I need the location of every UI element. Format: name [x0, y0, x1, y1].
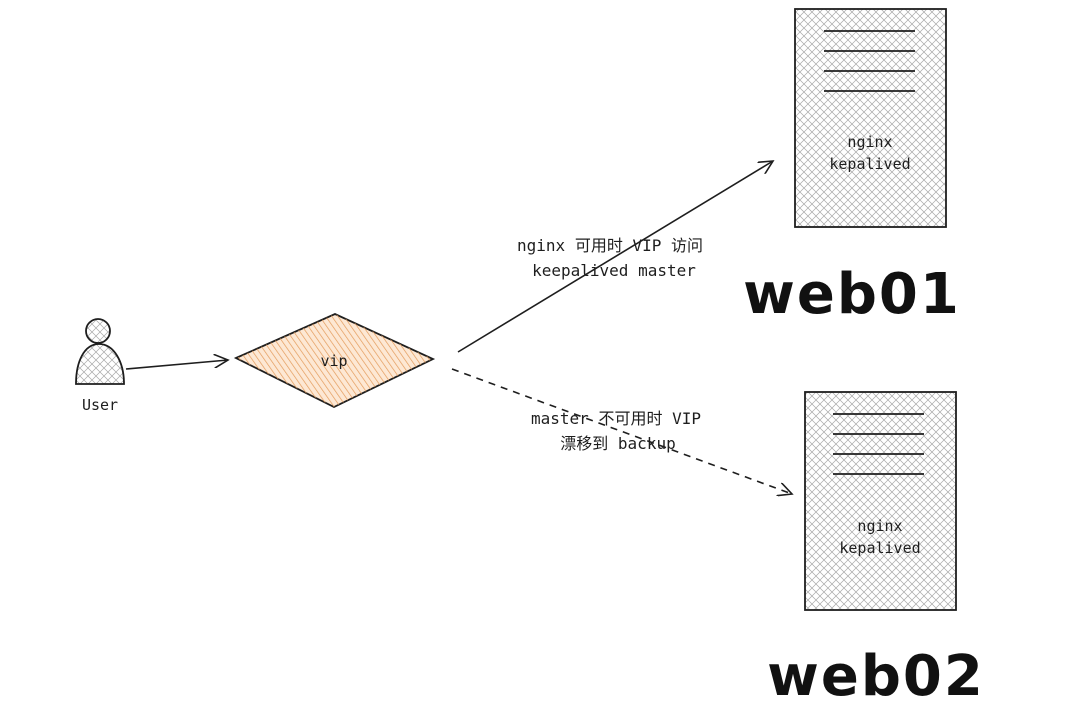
server-web02-name: web02: [767, 644, 985, 709]
vip-to-web01-arrow: [457, 161, 773, 353]
server-web01-text-line2: kepalived: [829, 155, 910, 173]
vip-label: vip: [320, 352, 347, 370]
server-web01-text-line1: nginx: [847, 133, 892, 151]
user-actor: User: [75, 318, 125, 414]
server-web02: nginx kepalived: [804, 391, 957, 611]
backup-edge-label-line1: master 不可用时 VIP: [531, 409, 701, 428]
server-web01-document-icon: [794, 8, 947, 228]
user-head-icon: [85, 318, 111, 344]
server-web02-text-line2: kepalived: [839, 539, 920, 557]
vip-diamond-hatch: [236, 314, 433, 407]
server-web01-name: web01: [743, 262, 961, 327]
server-web02-text-line1: nginx: [857, 517, 902, 535]
backup-edge-label-line2: 漂移到 backup: [560, 434, 675, 453]
vip-node: vip: [233, 313, 436, 409]
user-body-icon: [75, 343, 125, 385]
master-edge-label-line1: nginx 可用时 VIP 访问: [517, 236, 703, 255]
server-web01: nginx kepalived: [794, 8, 947, 228]
server-web02-document-icon: [804, 391, 957, 611]
user-to-vip-arrow: [125, 360, 228, 370]
master-edge-label-line2: keepalived master: [532, 261, 696, 280]
vip-to-web02-arrow: [451, 368, 792, 494]
user-label: User: [82, 396, 118, 414]
